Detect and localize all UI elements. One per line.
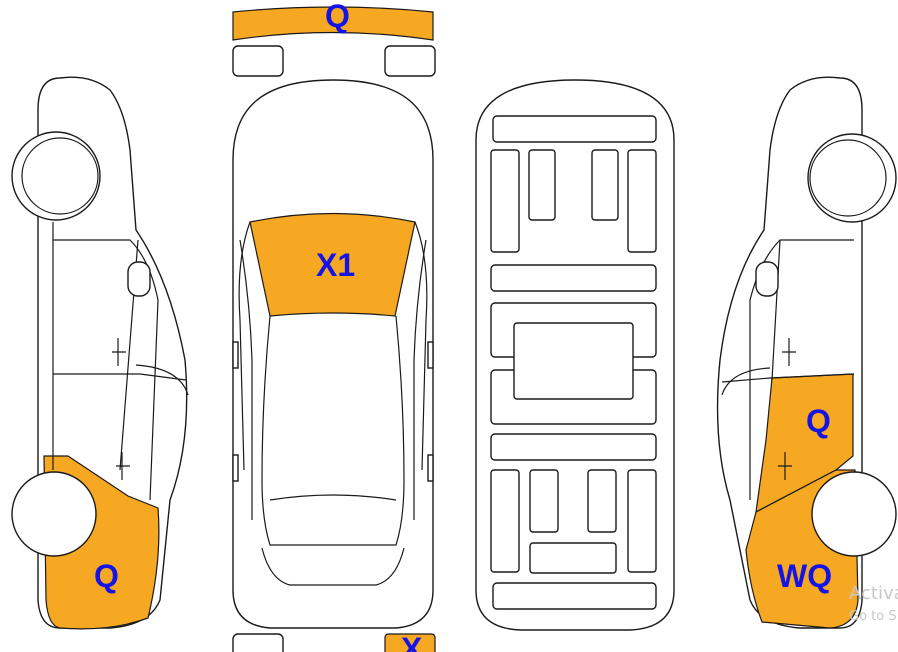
a-pillar-left bbox=[238, 221, 251, 471]
right-rear-wheel bbox=[811, 471, 897, 557]
underbody-panel bbox=[490, 149, 520, 253]
left-door-line bbox=[53, 373, 187, 381]
underbody-panel bbox=[490, 469, 520, 573]
rear-bumper-panel[interactable] bbox=[384, 633, 436, 652]
right-headlight bbox=[384, 45, 436, 77]
underbody-bar bbox=[490, 433, 657, 461]
right-side-view: Q WQ bbox=[716, 76, 897, 629]
right-pillar bbox=[771, 239, 781, 381]
activation-watermark-line2: Go to S bbox=[849, 609, 897, 624]
underbody-panel bbox=[528, 149, 556, 221]
hood-label: X1 bbox=[316, 247, 355, 283]
underbody-panel bbox=[591, 149, 619, 221]
side-line-left bbox=[239, 239, 253, 520]
left-taillight bbox=[232, 633, 284, 652]
left-rear-handle bbox=[116, 452, 130, 480]
left-front-wheel-inner bbox=[21, 137, 99, 215]
underbody-bar bbox=[529, 542, 617, 574]
a-pillar-right bbox=[414, 221, 428, 471]
right-rear-door-label: Q bbox=[806, 403, 831, 439]
underbody-center-panel bbox=[513, 322, 634, 400]
left-headlight bbox=[232, 45, 284, 77]
right-rear-handle bbox=[778, 452, 792, 480]
right-rear-quarter-label: WQ bbox=[777, 558, 832, 594]
rear-glass bbox=[269, 494, 397, 501]
underbody-panel bbox=[627, 149, 657, 253]
left-mirror-side bbox=[127, 261, 151, 297]
top-view: Q X1 X bbox=[232, 0, 436, 652]
left-front-handle bbox=[112, 338, 126, 366]
underbody-panel bbox=[627, 469, 657, 573]
activation-watermark-line1: Activa bbox=[849, 583, 898, 604]
underbody-panel bbox=[587, 469, 617, 533]
left-glass bbox=[135, 364, 189, 396]
left-rear-quarter-label: Q bbox=[94, 558, 119, 594]
left-rear-wheel bbox=[11, 471, 97, 557]
right-front-wheel-inner bbox=[809, 139, 887, 217]
trunk-line bbox=[261, 547, 405, 586]
right-glass bbox=[721, 367, 771, 396]
side-line-right bbox=[413, 239, 427, 520]
front-bumper-panel[interactable] bbox=[232, 6, 434, 41]
top-body-outline bbox=[232, 79, 434, 629]
underbody-view bbox=[475, 79, 675, 631]
left-rear-mark bbox=[232, 454, 239, 482]
underbody-bar bbox=[490, 264, 657, 292]
underbody-front-bar bbox=[492, 115, 657, 143]
roof-outline bbox=[261, 315, 405, 546]
right-mirror-side bbox=[755, 261, 779, 297]
left-front-wheel bbox=[11, 131, 101, 221]
left-mirror bbox=[232, 341, 239, 369]
left-side-view: Q bbox=[11, 76, 189, 630]
right-door-line bbox=[721, 373, 855, 383]
underbody-rear-bar bbox=[492, 582, 657, 610]
right-front-handle bbox=[782, 338, 796, 366]
right-rear-mark bbox=[427, 454, 434, 482]
front-bumper-label: Q bbox=[325, 0, 350, 34]
right-front-wheel bbox=[807, 133, 897, 223]
underbody-panel bbox=[529, 469, 559, 533]
hood-panel[interactable] bbox=[249, 212, 416, 317]
right-mirror bbox=[427, 341, 434, 369]
rear-bumper-label: X bbox=[401, 631, 423, 652]
